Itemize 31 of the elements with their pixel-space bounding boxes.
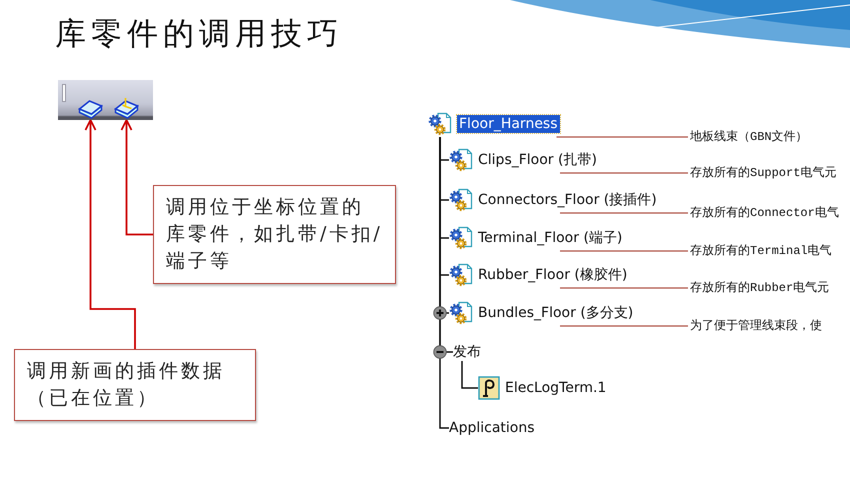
tree-item-label: Applications [449,419,535,437]
annotation-text: 地板线束（GBN文件） [690,129,808,145]
annotation-text: 存放所有的Connector电气 [690,205,839,221]
annotation-text: 存放所有的Support电气元 [690,165,836,181]
arrow [84,119,136,349]
leader-line [560,250,688,252]
callout-box: 调用新画的插件数据（已在位置） [14,349,256,421]
leader-line [556,136,688,138]
leader-line [560,325,688,327]
annotation-text: 存放所有的Rubber电气元 [690,280,830,296]
tree-line [461,361,478,389]
tree-item-label: Connectors_Floor (接插件) [478,191,657,209]
annotation-text: 存放所有的Terminal电气 [690,243,832,259]
leader-line [560,212,688,214]
selected-tree-item: Floor_Harness [457,115,560,133]
callout-box: 调用位于坐标位置的库零件，如扎带/卡扣/端子等 [153,185,396,284]
slide-title: 库零件的调用技巧 [55,15,343,54]
tree-item-label: Bundles_Floor (多分支) [478,304,634,322]
tree-item-label: ElecLogTerm.1 [505,379,606,397]
tree-item-label: Terminal_Floor (端子) [478,229,622,247]
tree-item-label: 发布 [453,343,481,361]
tree-item-label: Clips_Floor (扎带) [478,151,597,169]
leader-line [560,172,688,174]
leader-line [560,287,688,289]
book-icon [78,97,103,120]
toolbar [58,80,153,120]
tree-line [439,137,449,429]
tree-item-label: Rubber_Floor (橡胶件) [478,266,628,284]
annotation-text: 为了便于管理线束段，使 [690,318,822,334]
arrow [120,119,153,236]
book-icon [114,97,139,120]
